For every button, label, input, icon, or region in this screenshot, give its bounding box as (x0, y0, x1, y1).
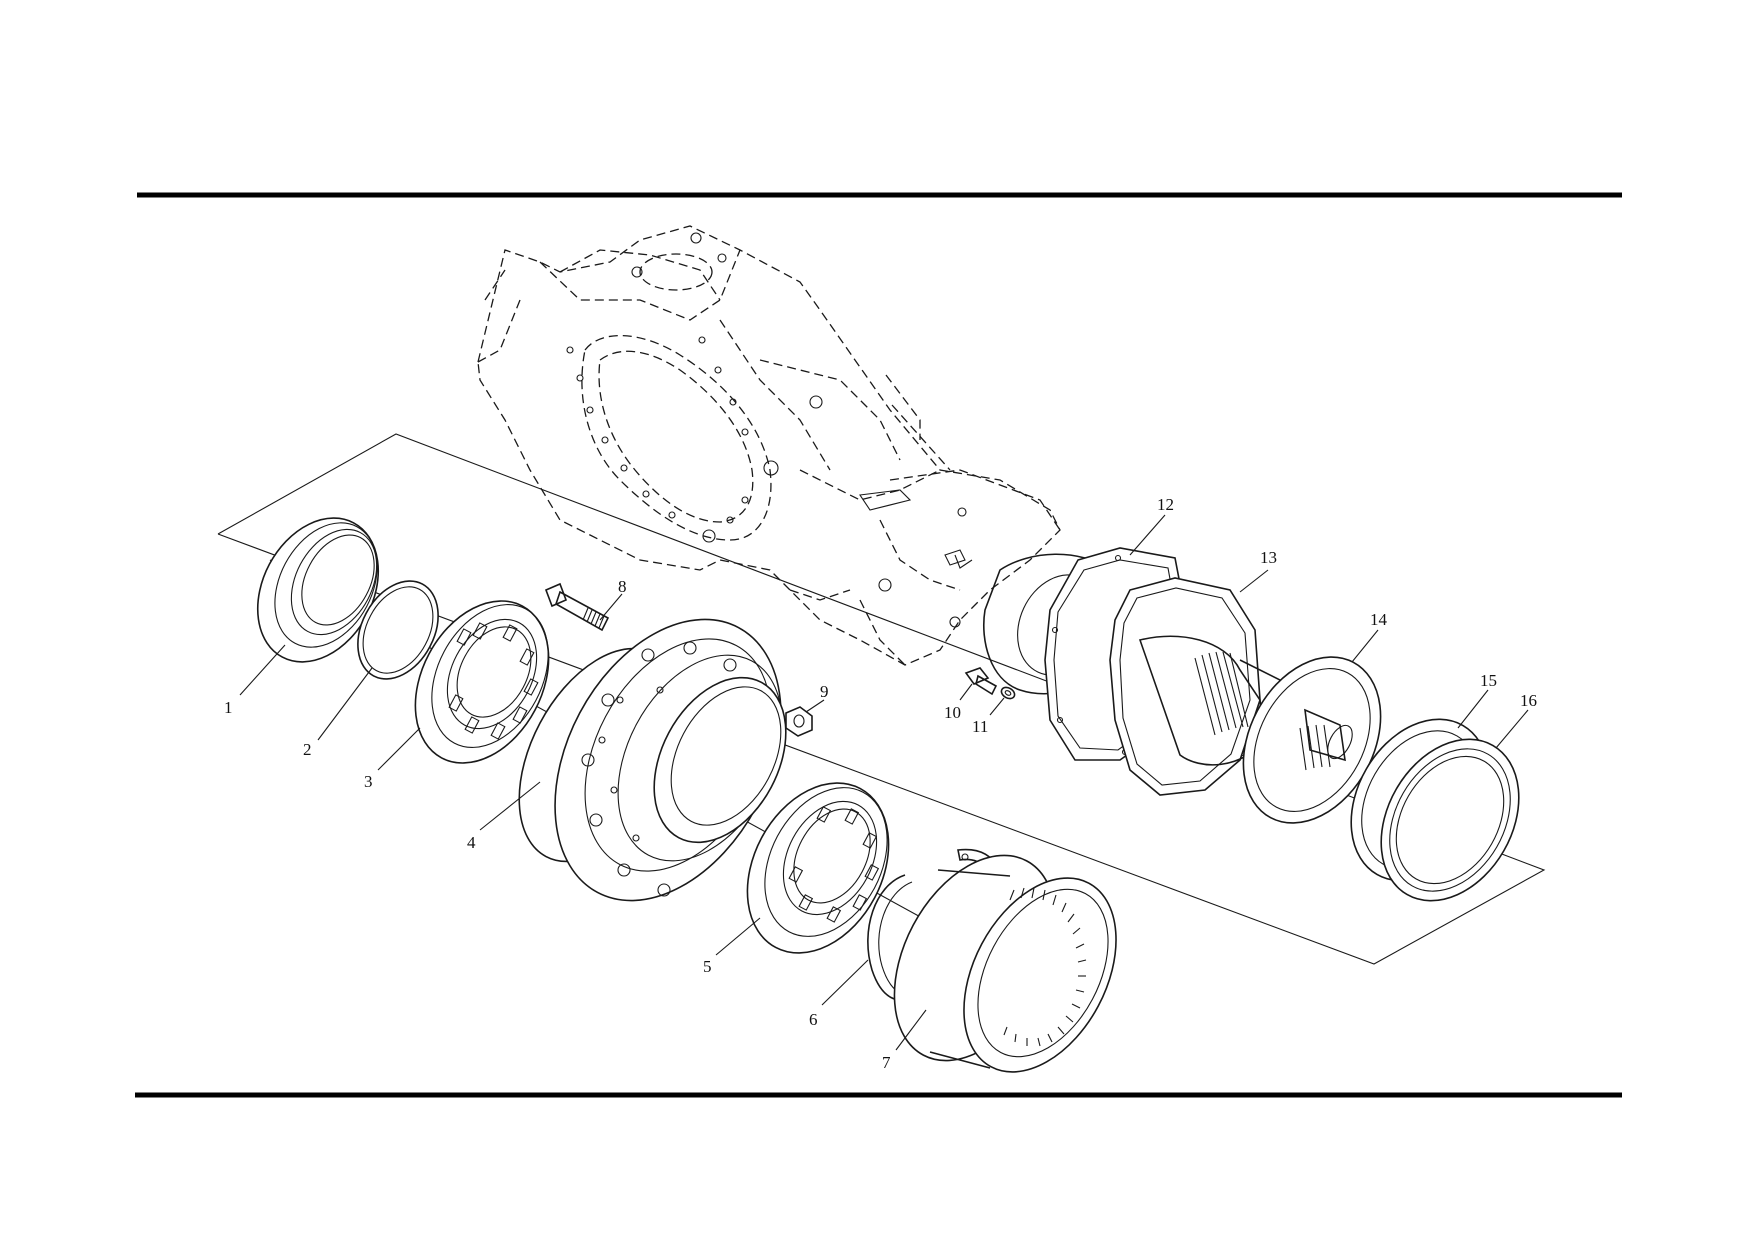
callout-3: 3 (364, 772, 373, 791)
callout-13: 13 (1260, 548, 1277, 567)
callout-11: 11 (972, 717, 988, 736)
part-7-ring-gear (893, 854, 1117, 1073)
part-3-bearing (414, 600, 550, 764)
leader-lines (239, 514, 1529, 1051)
callout-7: 7 (882, 1053, 891, 1072)
part-14-seal-carrier (1242, 656, 1382, 824)
callout-5: 5 (703, 957, 712, 976)
part-5-bearing (746, 782, 890, 954)
part-2-o-ring (357, 580, 439, 680)
callout-labels: 1 2 3 4 5 6 7 8 9 10 11 12 13 14 15 16 (224, 495, 1537, 1072)
callout-15: 15 (1480, 671, 1497, 690)
callout-16: 16 (1520, 691, 1537, 710)
part-10-screw (964, 667, 998, 696)
callout-12: 12 (1157, 495, 1174, 514)
callout-1: 1 (224, 698, 233, 717)
part-16-ring (1380, 738, 1520, 902)
callout-10: 10 (944, 703, 961, 722)
part-13-spindle (1109, 577, 1311, 796)
axle-housing (477, 225, 1061, 666)
part-11-washer (1000, 686, 1016, 700)
part-8-stud (544, 582, 610, 632)
callout-9: 9 (820, 682, 829, 701)
callout-14: 14 (1370, 610, 1388, 629)
part-9-nut (785, 706, 813, 737)
callout-4: 4 (467, 833, 476, 852)
callout-6: 6 (809, 1010, 818, 1029)
callout-8: 8 (618, 577, 627, 596)
callout-2: 2 (303, 740, 312, 759)
assembly-frame (217, 433, 1546, 965)
part-4-wheel-hub (518, 618, 787, 902)
